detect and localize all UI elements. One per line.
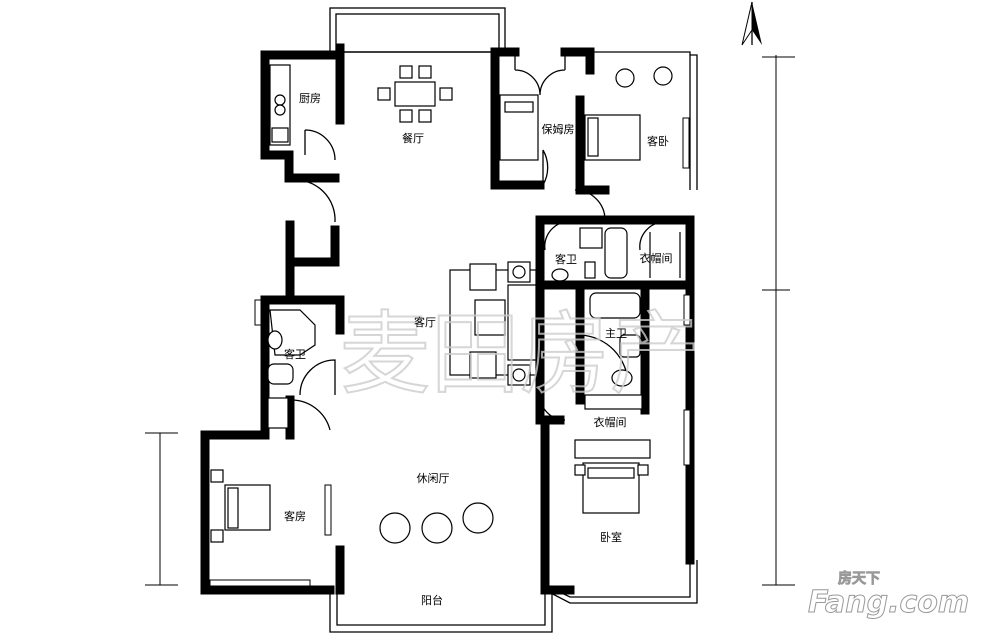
logo-cn: 房天下 — [838, 570, 880, 587]
north-arrow-icon — [741, 1, 762, 46]
room-labels: 厨房 餐厅 保姆房 客卧 客卫 衣帽间 客厅 客卫 主卫 衣帽间 卧室 休闲厅 … — [284, 92, 673, 607]
label-guest-room: 客房 — [284, 509, 306, 523]
label-master-bedroom: 卧室 — [600, 530, 622, 544]
label-maid-room: 保姆房 — [542, 122, 575, 136]
walls — [200, 43, 695, 595]
doors — [289, 52, 666, 431]
dimension-lines — [145, 55, 795, 586]
label-closet-master: 衣帽间 — [594, 415, 627, 429]
label-balcony: 阳台 — [421, 593, 443, 607]
label-living: 客厅 — [414, 315, 436, 329]
label-kitchen: 厨房 — [299, 92, 321, 105]
balconies — [329, 7, 698, 633]
fang-logo: 房天下 Fang.com — [808, 570, 970, 621]
label-master-bath: 主卫 — [605, 327, 627, 340]
label-leisure-hall: 休闲厅 — [417, 471, 450, 485]
windows — [209, 117, 691, 587]
label-dining: 餐厅 — [402, 131, 424, 145]
label-closet-top: 衣帽间 — [640, 251, 673, 265]
label-guest-bedroom: 客卧 — [647, 134, 669, 148]
logo-en: Fang.com — [808, 585, 969, 620]
label-guest-bath-left: 客卫 — [284, 347, 306, 361]
furniture — [210, 64, 681, 544]
watermark: 麦田房产 — [340, 302, 700, 407]
label-guest-bath-top: 客卫 — [555, 252, 577, 266]
